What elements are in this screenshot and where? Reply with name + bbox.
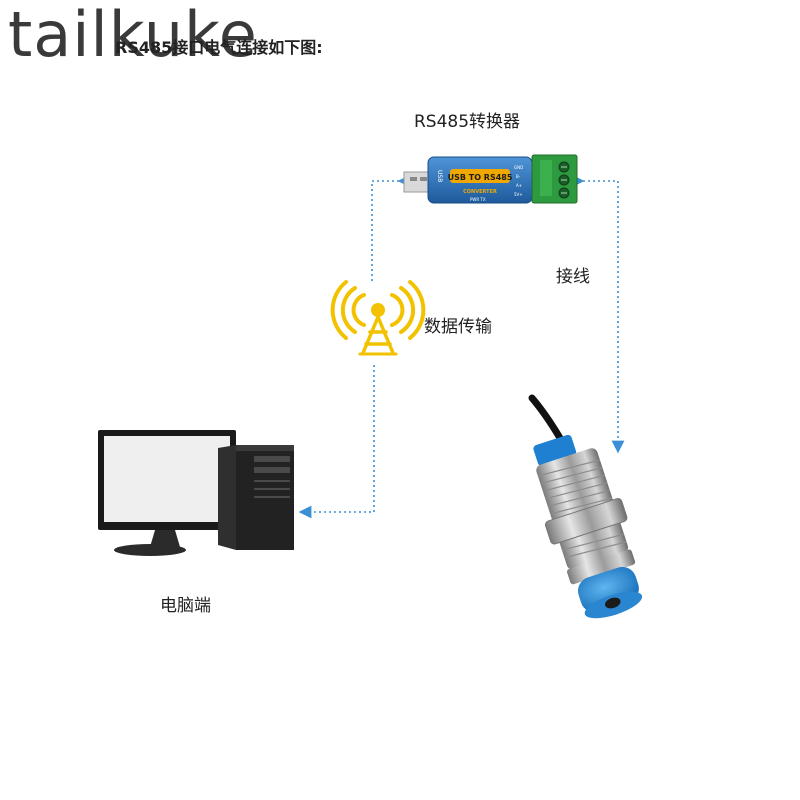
page-heading: RS485接口电气连接如下图:	[115, 38, 323, 57]
converter-sub-text: CONVERTER	[463, 189, 497, 195]
terminal-to-sensor-line	[571, 174, 625, 454]
pin-label-b: B-	[516, 174, 521, 179]
antenna-icon	[330, 280, 426, 356]
usb-rs485-converter: USB TO RS485 CONVERTER USB PWR TX GND B-…	[403, 154, 578, 204]
pin-label-gnd: GND	[514, 165, 523, 170]
data-transfer-label: 数据传输	[424, 317, 492, 337]
desktop-computer-icon	[98, 430, 294, 556]
usb-to-antenna-line	[371, 174, 411, 283]
converter-main-text: USB TO RS485	[448, 173, 513, 182]
pin-label-5v: 5V+	[514, 192, 523, 197]
converter-side-text: USB	[436, 170, 443, 182]
pc-label: 电脑端	[160, 596, 211, 616]
watermark-text: tailkuke	[8, 0, 258, 71]
pin-label-a: A+	[516, 183, 522, 188]
converter-small-text: PWR TX	[470, 197, 486, 202]
proximity-sensor-image	[528, 394, 643, 619]
antenna-to-pc-line	[298, 365, 375, 519]
converter-label: RS485转换器	[414, 112, 521, 132]
dotted-connections	[298, 174, 625, 519]
